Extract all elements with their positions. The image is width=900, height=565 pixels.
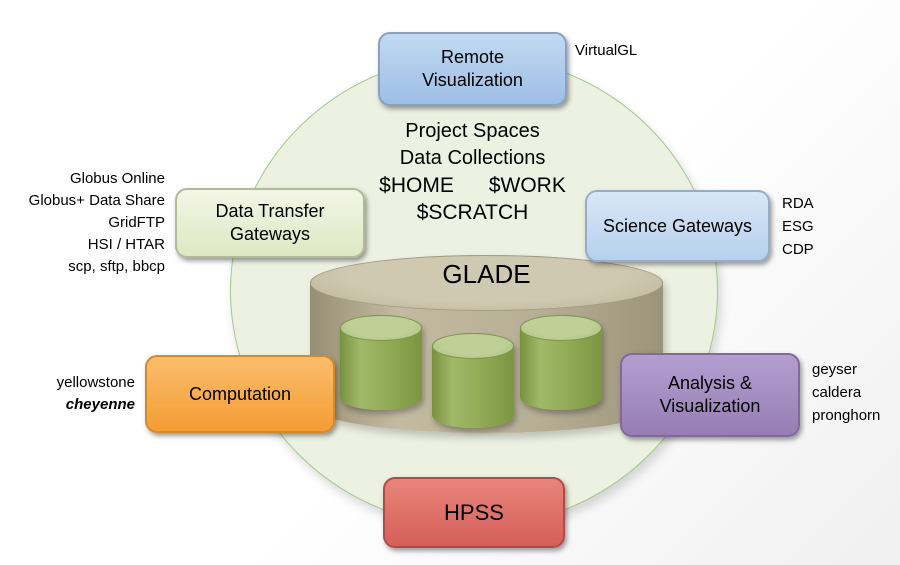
science-gateways-label: Science Gateways bbox=[602, 215, 753, 236]
center-line-scratch: $SCRATCH bbox=[416, 201, 529, 224]
annotation-line: yellowstone bbox=[56, 374, 135, 391]
annotation-line: pronghorn bbox=[812, 407, 881, 424]
glade-cylinder-top bbox=[310, 255, 663, 311]
hpss-label: HPSS bbox=[444, 500, 504, 525]
science-gateways-box: Science Gateways bbox=[585, 190, 770, 262]
annotation-line: ESG bbox=[782, 218, 814, 235]
remote-visualization-label: Remote Visualization bbox=[422, 47, 523, 90]
analysis-systems-annotation: geyser caldera pronghorn bbox=[812, 358, 880, 427]
glade-label: GLADE bbox=[442, 259, 531, 289]
project-spaces-text: Project Spaces Data Collections $HOME $W… bbox=[320, 118, 625, 226]
analysis-visualization-box: Analysis & Visualization bbox=[620, 353, 800, 437]
annotation-line: geyser bbox=[812, 361, 858, 378]
remote-visualization-box: Remote Visualization bbox=[378, 32, 567, 106]
computation-label: Computation bbox=[188, 383, 292, 404]
center-line-home-work: $HOME $WORK bbox=[379, 174, 566, 197]
center-line-data-collections: Data Collections bbox=[399, 147, 546, 169]
storage-disk-top-icon bbox=[520, 315, 602, 341]
hpss-box: HPSS bbox=[383, 477, 565, 548]
annotation-line: Globus Online bbox=[69, 170, 165, 187]
annotation-line: RDA bbox=[782, 195, 814, 212]
annotation-line: caldera bbox=[812, 384, 862, 401]
annotation-line-cheyenne: cheyenne bbox=[65, 396, 135, 413]
center-line-project-spaces: Project Spaces bbox=[405, 120, 540, 142]
annotation-line: scp, sftp, bbcp bbox=[68, 258, 165, 275]
compute-systems-annotation: yellowstone cheyenne bbox=[0, 372, 135, 416]
data-transfer-gateways-label: Data Transfer Gateways bbox=[215, 201, 325, 244]
data-transfer-gateways-box: Data Transfer Gateways bbox=[175, 188, 365, 258]
annotation-line: HSI / HTAR bbox=[87, 236, 165, 253]
storage-disk-top-icon bbox=[340, 315, 422, 341]
gateway-services-annotation: RDA ESG CDP bbox=[782, 192, 814, 261]
virtualgl-annotation: VirtualGL bbox=[575, 42, 638, 59]
annotation-line: CDP bbox=[782, 241, 814, 258]
storage-disk-top-icon bbox=[432, 333, 514, 359]
annotation-line: Globus+ Data Share bbox=[28, 192, 165, 209]
annotation-line: GridFTP bbox=[108, 214, 165, 231]
computation-box: Computation bbox=[145, 355, 335, 433]
transfer-tools-annotation: Globus Online Globus+ Data Share GridFTP… bbox=[0, 168, 165, 278]
analysis-visualization-label: Analysis & Visualization bbox=[659, 373, 761, 416]
